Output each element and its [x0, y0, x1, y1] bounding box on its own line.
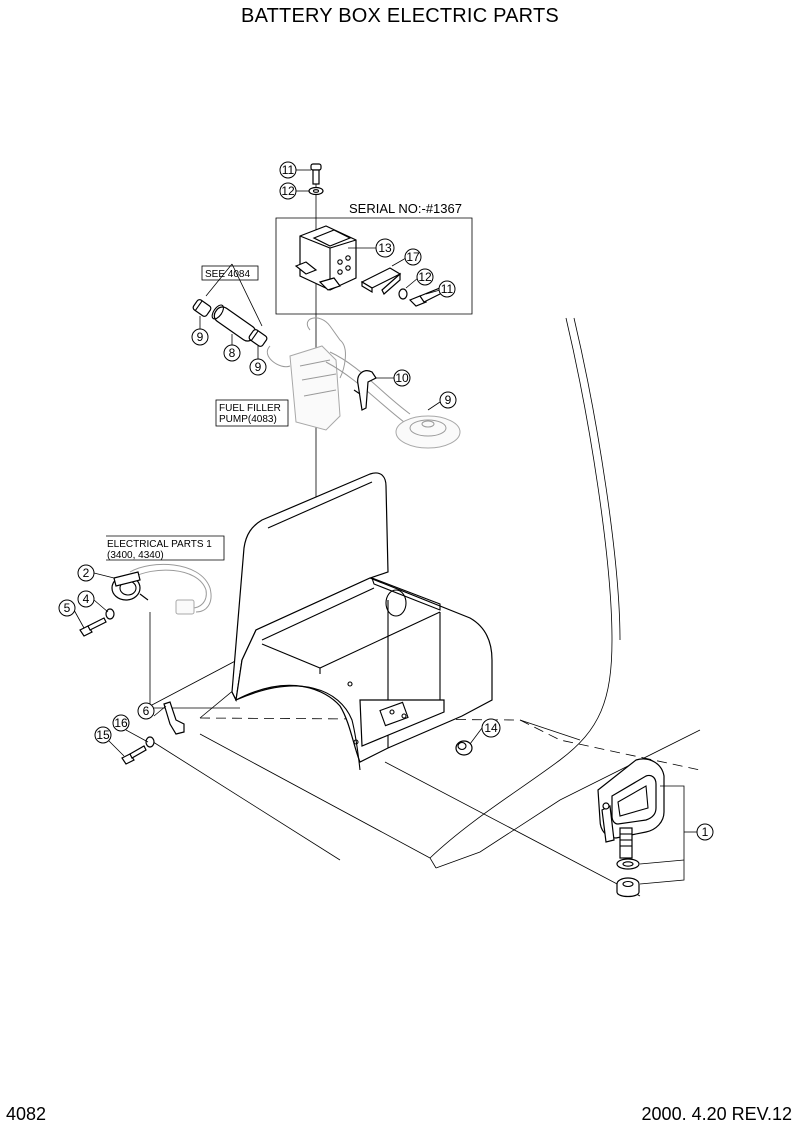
fuel-filler-note: FUEL FILLER PUMP(4083) — [215, 399, 289, 427]
bracket-13 — [294, 225, 357, 291]
callout-1[interactable]: 1 — [696, 823, 714, 841]
bracket-6 — [163, 701, 185, 735]
fuel-filler-line1: FUEL FILLER — [219, 403, 281, 414]
battery-box — [231, 472, 493, 771]
callout-9-right[interactable]: 9 — [439, 391, 457, 409]
clip-part — [353, 370, 377, 411]
callout-17[interactable]: 17 — [404, 248, 422, 266]
fuel-filler-line2: PUMP(4083) — [219, 414, 277, 425]
switch-2 — [111, 571, 149, 601]
serial-note: SERIAL NO:-#1367 — [349, 201, 462, 216]
callout-9-left[interactable]: 9 — [191, 328, 209, 346]
callout-1-label: 1 — [702, 825, 709, 839]
washer-12-top — [308, 186, 324, 196]
callout-15-label: 15 — [96, 728, 110, 742]
callout-12-top[interactable]: 12 — [279, 182, 297, 200]
electrical-parts-line2: (3400, 4340) — [107, 550, 164, 561]
callout-10[interactable]: 10 — [393, 369, 411, 387]
callout-11-top-label: 11 — [282, 163, 295, 177]
electrical-parts-line1: ELECTRICAL PARTS 1 — [107, 539, 212, 550]
washer-16 — [145, 736, 155, 748]
callout-9-right-label: 9 — [445, 393, 452, 407]
harness-ghost — [129, 563, 212, 615]
see-4084-note: SEE 4084 — [201, 265, 259, 281]
callout-11-mid-label: 11 — [441, 282, 454, 296]
callout-12-top-label: 12 — [281, 184, 295, 198]
callout-4[interactable]: 4 — [77, 590, 95, 608]
callout-14[interactable]: 14 — [481, 718, 501, 738]
callout-8[interactable]: 8 — [223, 344, 241, 362]
callout-12-mid-label: 12 — [418, 270, 432, 284]
serial-box-frame — [275, 217, 473, 315]
callout-2-label: 2 — [83, 566, 90, 580]
bolt-11-top — [310, 163, 322, 185]
work-lamp-1 — [597, 758, 665, 898]
callout-9-mid[interactable]: 9 — [249, 358, 267, 376]
callout-2[interactable]: 2 — [77, 564, 95, 582]
grommet-14 — [455, 740, 473, 756]
page-title: BATTERY BOX ELECTRIC PARTS — [241, 5, 559, 27]
bolt-5 — [79, 617, 107, 637]
callout-13[interactable]: 13 — [375, 238, 395, 258]
revision-stamp: 2000. 4.20 REV.12 — [641, 1104, 792, 1124]
callout-8-label: 8 — [229, 346, 236, 360]
see-4084-text: SEE 4084 — [205, 269, 250, 280]
callout-6-label: 6 — [143, 704, 150, 718]
callout-5-label: 5 — [64, 601, 71, 615]
callout-12-mid[interactable]: 12 — [416, 268, 434, 286]
callout-leaders — [73, 169, 697, 885]
plate-17 — [360, 267, 402, 295]
page-number: 4082 — [6, 1104, 47, 1124]
callout-4-label: 4 — [83, 592, 90, 606]
callout-10-label: 10 — [395, 371, 409, 385]
callout-5[interactable]: 5 — [58, 599, 76, 617]
callout-17-label: 17 — [406, 250, 420, 264]
hose-clamp-parts — [192, 263, 268, 347]
callout-16-label: 16 — [114, 716, 128, 730]
serial-note-text: SERIAL NO:-#1367 — [349, 201, 462, 216]
callout-9-left-label: 9 — [197, 330, 204, 344]
callout-14-label: 14 — [484, 721, 498, 735]
callout-15[interactable]: 15 — [94, 726, 112, 744]
callout-6[interactable]: 6 — [137, 702, 155, 720]
callout-13-label: 13 — [378, 241, 392, 255]
callout-11-top[interactable]: 11 — [279, 161, 297, 179]
washer-4 — [105, 608, 115, 620]
callout-9-mid-label: 9 — [255, 360, 262, 374]
bolt-15 — [121, 745, 147, 765]
callout-16[interactable]: 16 — [112, 714, 130, 732]
electrical-parts-note: ELECTRICAL PARTS 1 (3400, 4340) — [106, 535, 225, 561]
callout-11-mid[interactable]: 11 — [438, 280, 456, 298]
washer-12-mid — [398, 288, 408, 300]
